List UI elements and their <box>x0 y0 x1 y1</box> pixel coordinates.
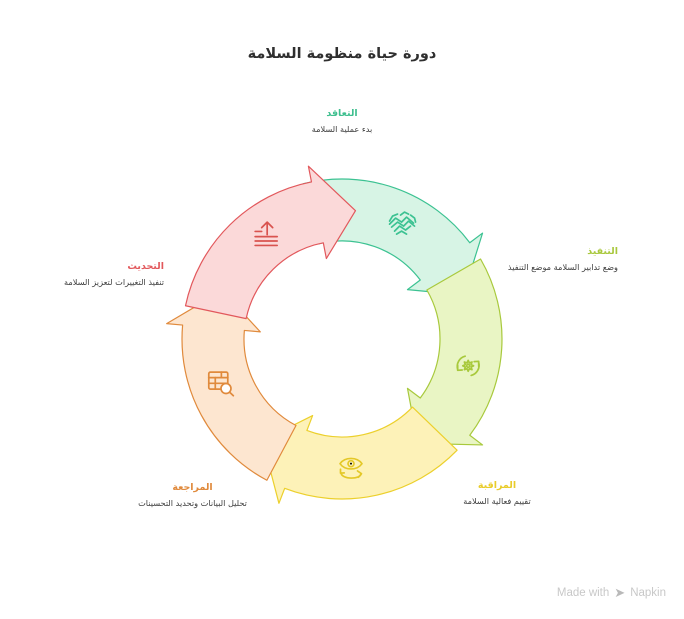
handshake-icon <box>388 211 417 235</box>
stage-heading: التنفيذ <box>587 246 618 257</box>
stage-label-review: المراجعة تحليل البيانات وتحديد التحسينات <box>125 482 260 509</box>
stage-description: بدء عملية السلامة <box>311 123 373 134</box>
stage-label-contracting: التعاقد بدء عملية السلامة <box>262 108 422 135</box>
stage-label-update: التحديث تنفيذ التغييرات لتعزيز السلامة <box>42 261 164 288</box>
stage-implementation-segment[interactable] <box>406 258 503 446</box>
table-search-icon <box>207 371 235 397</box>
napkin-logo-icon: ➤ <box>614 585 626 600</box>
stage-heading: المراجعة <box>172 482 213 493</box>
watermark-prefix: Made with <box>556 586 610 599</box>
stage-heading: المراقبة <box>477 480 517 491</box>
stage-description: تقييم فعالية السلامة <box>463 495 531 506</box>
cycle-icons <box>207 211 480 479</box>
eye-cycle-icon <box>339 457 363 479</box>
stage-update-segment[interactable] <box>184 165 357 320</box>
cycle-segments <box>166 165 503 504</box>
gear-refresh-icon <box>456 355 480 377</box>
page-title: دورة حياة منظومة السلامة <box>247 46 437 62</box>
upload-icon <box>254 221 279 247</box>
stage-description: تنفيذ التغييرات لتعزيز السلامة <box>63 276 164 287</box>
stage-monitoring-segment[interactable] <box>261 406 458 504</box>
napkin-watermark: Made with ➤ Napkin <box>557 586 666 599</box>
stage-heading: التعاقد <box>326 108 358 119</box>
stage-label-monitoring: المراقبة تقييم فعالية السلامة <box>432 480 562 507</box>
stage-label-implementation: التنفيذ وضع تدابير السلامة موضع التنفيذ <box>500 246 618 273</box>
stage-heading: التحديث <box>127 261 164 272</box>
watermark-brand: Napkin <box>630 586 666 599</box>
stage-description: تحليل البيانات وتحديد التحسينات <box>138 497 247 508</box>
stage-review-segment[interactable] <box>166 290 297 481</box>
stage-description: وضع تدابير السلامة موضع التنفيذ <box>507 261 618 272</box>
